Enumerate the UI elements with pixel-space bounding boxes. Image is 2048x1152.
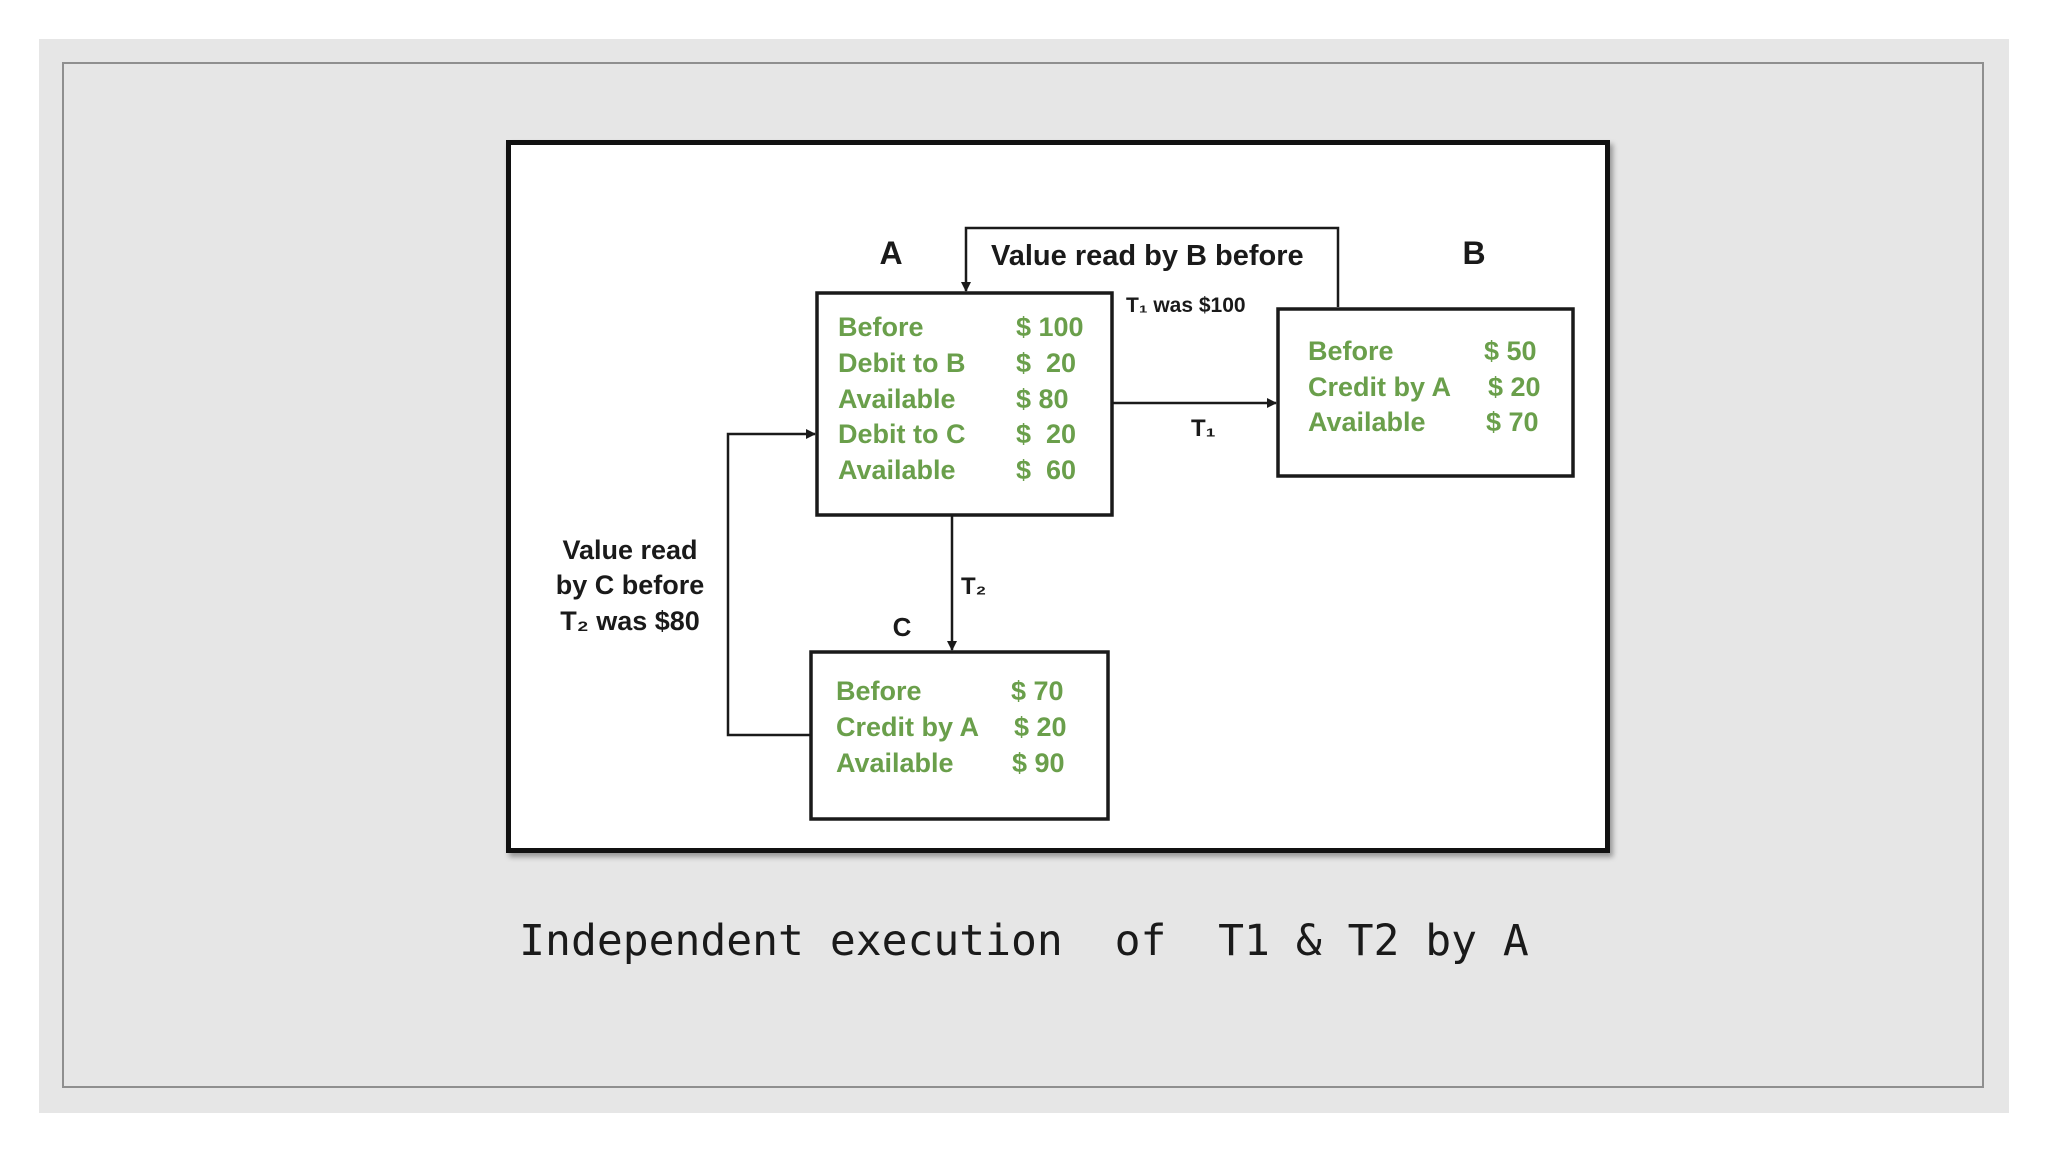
node-a-title: A: [879, 235, 902, 271]
node-a-row-amount: $ 80: [1016, 384, 1069, 414]
node-a-row-label: Before: [838, 312, 924, 342]
node-b-ledger: Before $ 50 Credit by A $ 20 Available $…: [1308, 336, 1541, 437]
edge-c-feedback-line2: by C before: [556, 570, 705, 600]
edge-b-feedback-arrow: [961, 226, 1340, 307]
transaction-diagram: A Before $ 100 Debit to B $ 20 Available…: [556, 226, 1575, 821]
node-a-row-amount: $ 60: [1016, 455, 1076, 485]
node-a-row-label: Available: [838, 455, 956, 485]
node-b-row-amount: $ 70: [1486, 407, 1539, 437]
diagram-figure: A Before $ 100 Debit to B $ 20 Available…: [506, 140, 1610, 853]
node-c-row-amount: $ 20: [1014, 712, 1067, 742]
slide-caption: Independent execution of T1 & T2 by A: [519, 916, 1529, 966]
edge-t2-label: T₂: [961, 573, 986, 600]
node-a-box: [815, 291, 1114, 517]
node-c-row-amount: $ 90: [1012, 748, 1065, 778]
node-c-title: C: [893, 612, 912, 642]
edge-b-feedback-label-bg: [989, 237, 1333, 273]
node-c-ledger: Before $ 70 Credit by A $ 20 Available $…: [836, 676, 1067, 778]
node-a-row-label: Debit to C: [838, 419, 966, 449]
edge-c-feedback-arrow: [726, 429, 816, 737]
node-a-row-label: Debit to B: [838, 348, 966, 378]
slide-border: [62, 62, 1984, 1088]
node-b-title: B: [1462, 235, 1485, 271]
edge-c-feedback-line3: T₂ was $80: [560, 606, 700, 636]
node-a-row-amount: $ 100: [1016, 312, 1084, 342]
edge-b-feedback-line1: Value read by B before: [991, 240, 1304, 272]
edge-c-feedback-line1: Value read: [562, 535, 697, 565]
node-b-row-amount: $ 20: [1488, 372, 1541, 402]
node-c-row-amount: $ 70: [1011, 676, 1064, 706]
node-c-row-label: Before: [836, 676, 922, 706]
node-c-row-label: Available: [836, 748, 954, 778]
node-a-row-label: Available: [838, 384, 956, 414]
node-b-box: [1276, 307, 1575, 478]
node-a-row-amount: $ 20: [1016, 419, 1076, 449]
node-a-row-amount: $ 20: [1016, 348, 1076, 378]
node-b-row-label: Credit by A: [1308, 372, 1451, 402]
node-b-row-label: Available: [1308, 407, 1426, 437]
node-b-row-label: Before: [1308, 336, 1394, 366]
edge-t1-label: T₁: [1191, 415, 1216, 442]
node-c-row-label: Credit by A: [836, 712, 979, 742]
edge-b-feedback-line2: T₁ was $100: [1126, 294, 1246, 317]
node-a-ledger: Before $ 100 Debit to B $ 20 Available $…: [838, 312, 1084, 485]
node-b-row-amount: $ 50: [1484, 336, 1537, 366]
